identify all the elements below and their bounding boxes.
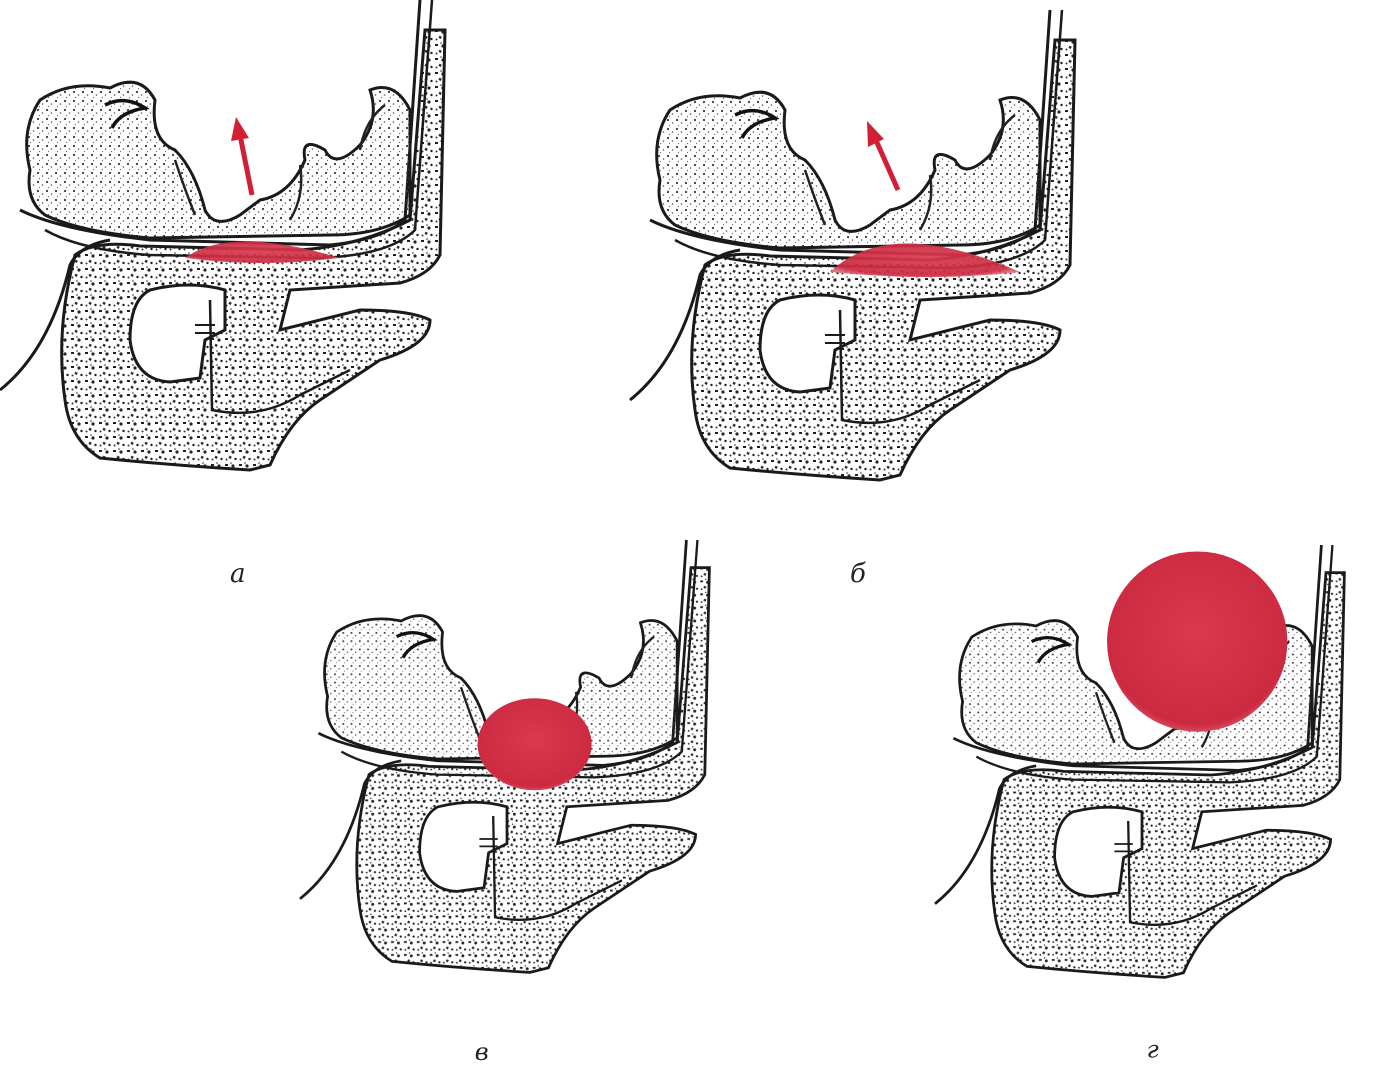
anatomy-a [0, 0, 445, 470]
panel-c: в [300, 540, 709, 1066]
panel-a: а [0, 0, 445, 589]
arrow-a [240, 135, 252, 195]
panel-label-b: б [850, 559, 866, 589]
lesion-c [478, 698, 592, 790]
panel-label-c: в [475, 1038, 489, 1066]
lesion-d [1107, 551, 1287, 731]
arrow-head-a [231, 117, 249, 141]
arrow-head-b [867, 121, 884, 147]
panel-label-d: г [1147, 1035, 1159, 1063]
panel-d: г [935, 545, 1344, 1063]
panel-label-a: а [230, 559, 246, 589]
anatomy-b [630, 10, 1075, 480]
arrow-b [875, 138, 898, 190]
panel-b: б [630, 10, 1075, 589]
